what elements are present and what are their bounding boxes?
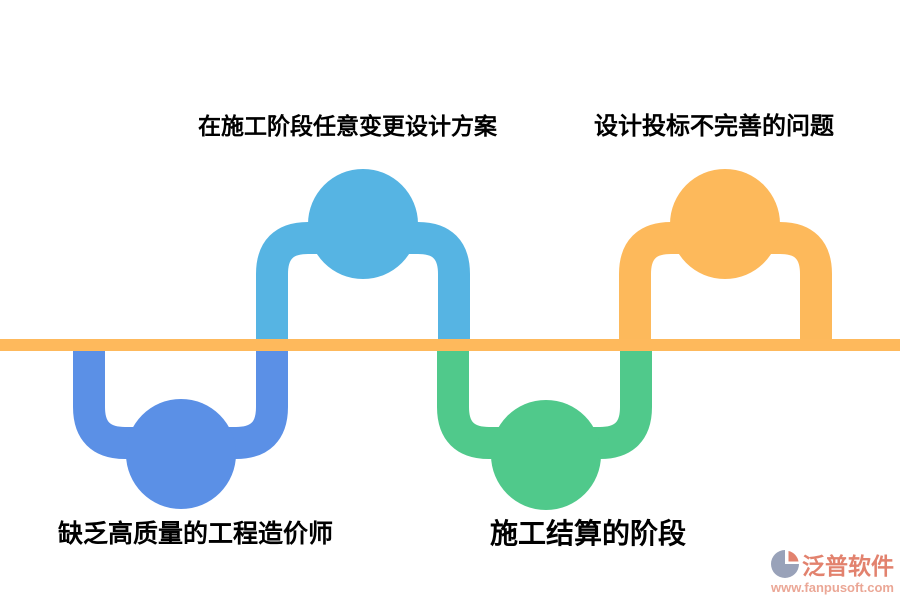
timeline-node-3-label: 施工结算的阶段 xyxy=(490,518,687,549)
timeline-node-4-circle xyxy=(670,169,780,279)
watermark-url: www.fanpusoft.com xyxy=(770,580,894,595)
timeline-node-2-circle xyxy=(308,169,418,279)
timeline-node-4-shape xyxy=(619,169,832,351)
timeline-node-3-circle xyxy=(491,400,601,510)
fanpu-logo-accent-segment xyxy=(788,551,799,562)
timeline-node-2-shape xyxy=(256,169,470,351)
timeline-node-3-shape xyxy=(437,340,652,510)
timeline-node-4-label: 设计投标不完善的问题 xyxy=(594,113,834,140)
fanpu-logo-icon xyxy=(771,550,799,578)
timeline-node-2-label: 在施工阶段任意变更设计方案 xyxy=(198,113,497,139)
timeline-node-1-circle xyxy=(126,399,236,509)
fanpu-logo-primary-segment xyxy=(771,550,799,578)
timeline-node-1-shape xyxy=(73,340,288,509)
watermark: 泛普软件 www.fanpusoft.com xyxy=(744,547,894,595)
timeline-node-1-label: 缺乏高质量的工程造价师 xyxy=(58,520,334,548)
timeline-axis xyxy=(0,339,900,351)
watermark-brand: 泛普软件 xyxy=(802,553,894,579)
